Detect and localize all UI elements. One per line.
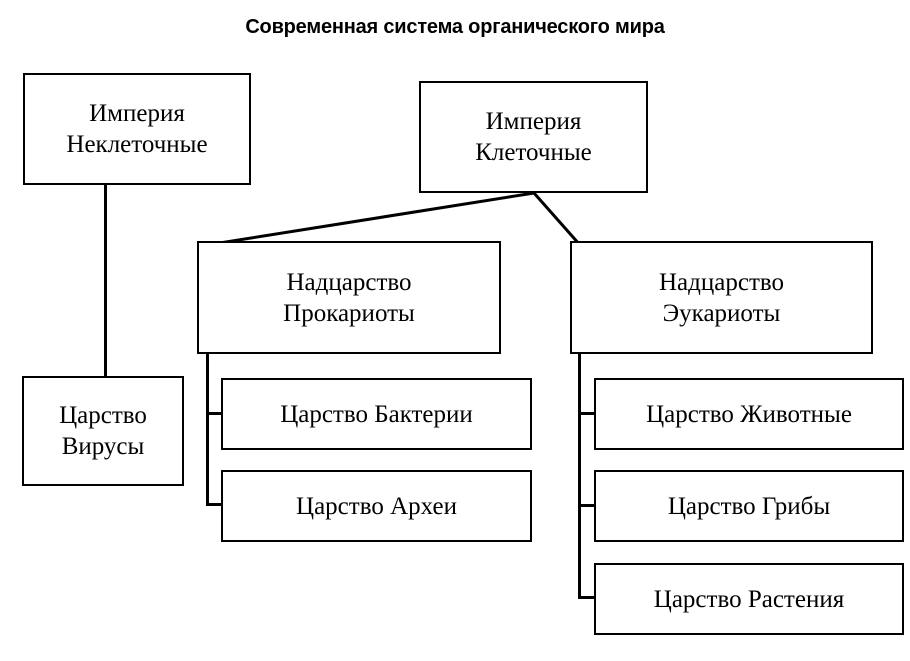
node-kingdom-plants[interactable]: Царство Растения [594, 563, 904, 635]
connector-eukaryotes-spine [578, 353, 581, 599]
node-rank-label: Надцарство [286, 268, 412, 296]
connector-acellular-to-viruses [104, 185, 107, 378]
page-title: Современная система органического мира [245, 16, 665, 38]
node-superkingdom-eukaryotes[interactable]: Надцарство Эукариоты [570, 241, 873, 354]
node-name-label: Неклеточные [66, 131, 208, 158]
node-kingdom-archaea[interactable]: Царство Археи [221, 470, 532, 542]
node-name-label: Прокариоты [283, 299, 415, 327]
node-rank-label: Империя [485, 108, 582, 135]
connector-prokaryotes-to-bacteria [206, 412, 224, 415]
connector-eukaryotes-to-plants [578, 596, 596, 599]
node-rank-label: Империя [89, 100, 185, 127]
connector-prokaryotes-spine [206, 353, 209, 506]
node-label: Царство Бактерии [280, 400, 473, 428]
node-kingdom-viruses[interactable]: Царство Вирусы [22, 376, 184, 486]
node-label: Царство Грибы [667, 492, 831, 520]
node-superkingdom-prokaryotes[interactable]: Надцарство Прокариоты [197, 241, 501, 354]
node-name-label: Клеточные [475, 139, 592, 166]
node-kingdom-bacteria[interactable]: Царство Бактерии [221, 378, 532, 450]
node-label: Царство Растения [653, 585, 845, 613]
node-rank-label: Царство [59, 402, 147, 429]
node-label: Царство Археи [296, 492, 457, 520]
connector-cellular-fork [206, 191, 582, 247]
node-kingdom-fungi[interactable]: Царство Грибы [594, 470, 904, 542]
connector-eukaryotes-to-fungi [578, 504, 596, 507]
node-empire-cellular[interactable]: Империя Клеточные [419, 81, 648, 193]
node-name-label: Эукариоты [662, 299, 781, 327]
connector-prokaryotes-to-archaea [206, 503, 224, 506]
node-rank-label: Надцарство [659, 268, 784, 296]
node-label: Царство Животные [646, 400, 852, 428]
node-empire-acellular[interactable]: Империя Неклеточные [23, 73, 251, 185]
node-kingdom-animals[interactable]: Царство Животные [594, 378, 904, 450]
connector-eukaryotes-to-animals [578, 412, 596, 415]
node-name-label: Вирусы [61, 433, 145, 460]
